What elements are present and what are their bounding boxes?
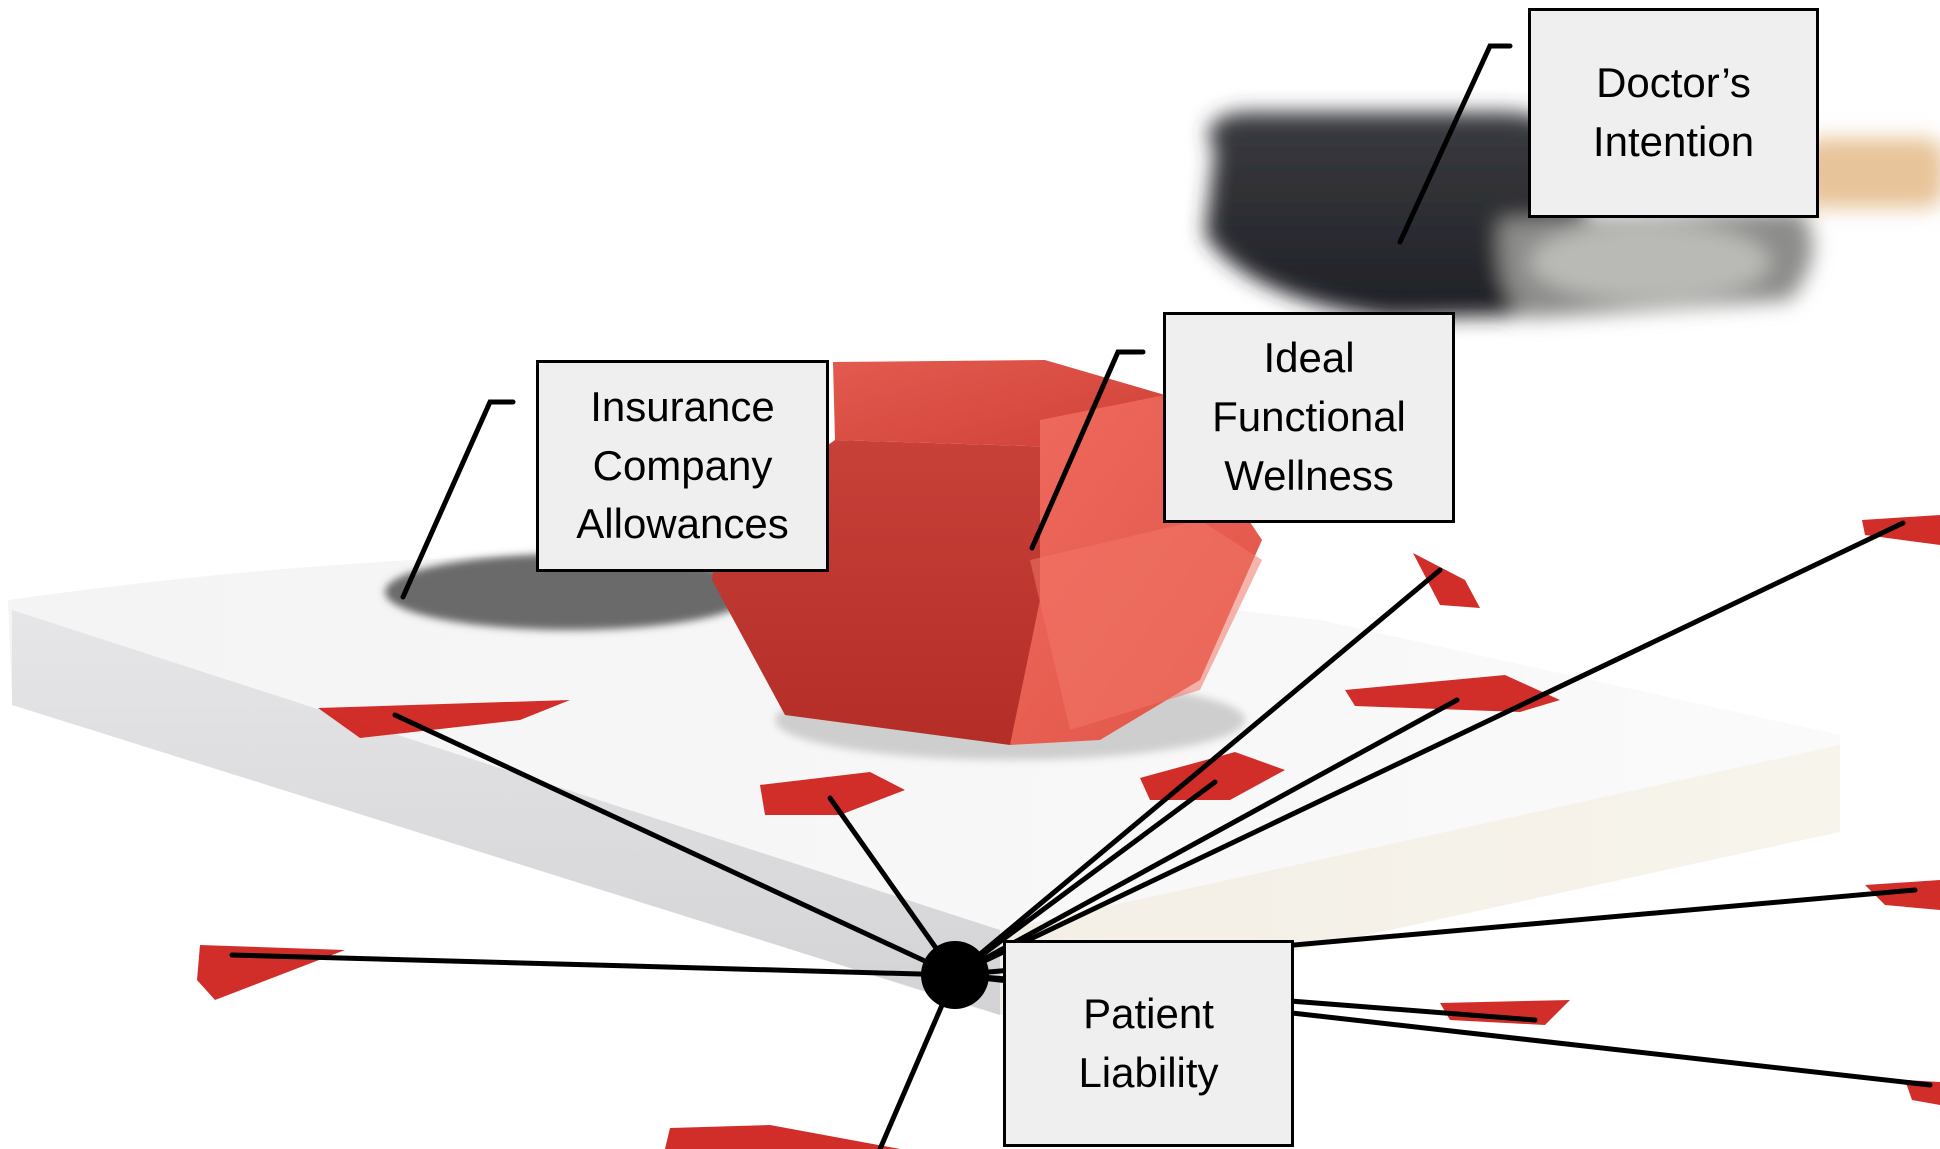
leader-line-doctor: [1397, 43, 1513, 245]
label-line: Insurance: [590, 382, 775, 430]
patient-liability-label: Patient Liability: [1078, 985, 1218, 1103]
ideal-functional-wellness-label: Ideal Functional Wellness: [1212, 329, 1406, 505]
spoke-line: [952, 697, 1460, 978]
label-line: Company: [592, 441, 773, 489]
label-line: Allowances: [576, 500, 789, 548]
ideal-functional-wellness-box: Ideal Functional Wellness: [1163, 312, 1455, 523]
doctors-intention-label: Doctor’s Intention: [1593, 54, 1754, 172]
label-line: Liability: [1078, 1048, 1219, 1096]
red-cube-illustration: [712, 360, 1262, 745]
illustration: [8, 112, 1940, 1149]
spoke-line: [229, 952, 958, 978]
spoke-line: [392, 712, 958, 978]
connector-lines: [229, 43, 1933, 1149]
spoke-line: [952, 779, 1218, 978]
label-line: Doctor’s: [1596, 59, 1751, 107]
insurance-company-allowances-box: Insurance Company Allowances: [536, 360, 829, 572]
spoke-line: [952, 567, 1443, 978]
insurance-company-allowances-label: Insurance Company Allowances: [576, 378, 788, 554]
leader-line-insurance: [400, 399, 516, 600]
doctors-intention-box: Doctor’s Intention: [1528, 8, 1819, 218]
spoke-line: [952, 520, 1906, 978]
label-line: Intention: [1592, 118, 1755, 165]
leader-line-ideal: [1029, 349, 1146, 551]
label-line: Ideal: [1263, 334, 1355, 382]
patient-liability-box: Patient Liability: [1003, 940, 1294, 1147]
label-line: Functional: [1212, 393, 1406, 441]
label-line: Patient: [1083, 989, 1214, 1037]
label-line: Wellness: [1224, 451, 1394, 499]
hub-node: [921, 941, 989, 1009]
mallet-illustration: [1205, 112, 1940, 318]
spoke-line: [827, 795, 958, 978]
board-illustration: [8, 553, 1840, 1015]
